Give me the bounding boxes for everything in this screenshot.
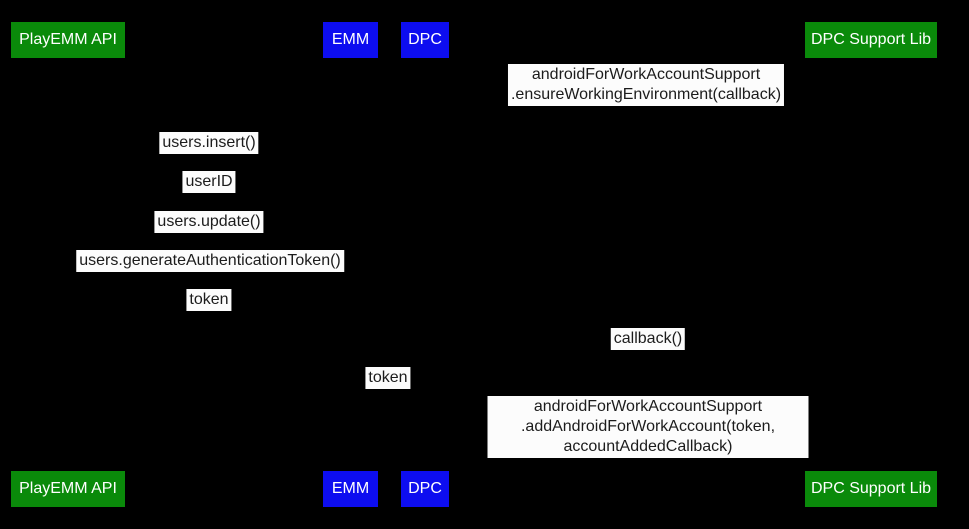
participant-dpc-bottom: DPC: [401, 471, 449, 507]
participant-emm-top: EMM: [323, 22, 378, 58]
message-token-to-emm: token: [186, 289, 232, 311]
participant-dpc-support-lib-top: DPC Support Lib: [805, 22, 937, 58]
message-userid: userID: [182, 171, 236, 193]
message-ensure-working-environment: androidForWorkAccountSupport .ensureWork…: [507, 64, 785, 106]
participant-playemm-api-bottom: PlayEMM API: [11, 471, 125, 507]
message-users-update: users.update(): [154, 211, 264, 233]
message-callback: callback(): [610, 328, 686, 350]
message-token-to-dpc: token: [365, 367, 411, 389]
participant-dpc-support-lib-bottom: DPC Support Lib: [805, 471, 937, 507]
message-add-android-for-work-account: androidForWorkAccountSupport .addAndroid…: [487, 396, 809, 458]
participant-dpc-top: DPC: [401, 22, 449, 58]
participant-playemm-api-top: PlayEMM API: [11, 22, 125, 58]
participant-emm-bottom: EMM: [323, 471, 378, 507]
message-users-insert: users.insert(): [159, 132, 259, 154]
message-generate-authentication-token: users.generateAuthenticationToken(): [76, 250, 344, 272]
